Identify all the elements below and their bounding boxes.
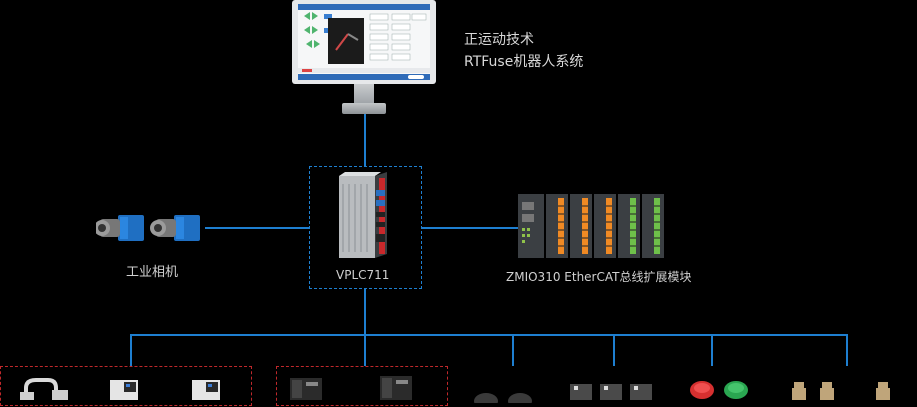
io-module-icon [518, 194, 664, 258]
bus-drop-4 [613, 334, 615, 366]
monitor-base [342, 103, 386, 114]
monitor-neck [354, 84, 374, 104]
hmi-monitor [292, 0, 436, 116]
hmi-screen-graphic [298, 4, 430, 80]
stepper-driver-icons [570, 382, 666, 404]
controller-icon [339, 172, 387, 258]
camera-label: 工业相机 [126, 265, 179, 280]
servo-drive-icon-1 [110, 380, 140, 404]
monitor-bezel [292, 0, 436, 84]
bus-drop-5 [711, 334, 713, 366]
bus-drop-3 [512, 334, 514, 366]
push-button-icons [690, 380, 750, 404]
link-camera-controller [205, 227, 309, 229]
monitor-screen [298, 4, 430, 80]
io-module-device [518, 192, 668, 264]
controller-label: VPLC711 [336, 268, 390, 282]
servo-drive-icon-2 [192, 380, 222, 404]
hmi-title-line2: RTFuse机器人系统 [464, 54, 584, 70]
io-module-label: ZMIO310 EtherCAT总线扩展模块 [506, 270, 692, 284]
link-monitor-controller [364, 114, 366, 166]
link-controller-bus [364, 289, 366, 335]
motor-icons [474, 388, 544, 407]
bus-drop-1 [130, 334, 132, 366]
bus-drop-2 [364, 334, 366, 366]
camera-icon [94, 215, 200, 241]
drive-unit-icon-2 [380, 376, 414, 404]
bus-drop-6 [846, 334, 848, 366]
drive-unit-icon-1 [290, 378, 324, 404]
industrial-cameras [94, 208, 208, 252]
hmi-title: 正运动技术 RTFuse机器人系统 [464, 30, 583, 72]
bus-horizontal [130, 334, 848, 336]
controller-device [335, 172, 395, 264]
hmi-title-line1: 正运动技术 [464, 32, 534, 48]
link-controller-io [422, 227, 518, 229]
robot-arm-icon [20, 376, 70, 404]
sensor-icons [790, 380, 900, 404]
controller-frame [309, 166, 422, 289]
